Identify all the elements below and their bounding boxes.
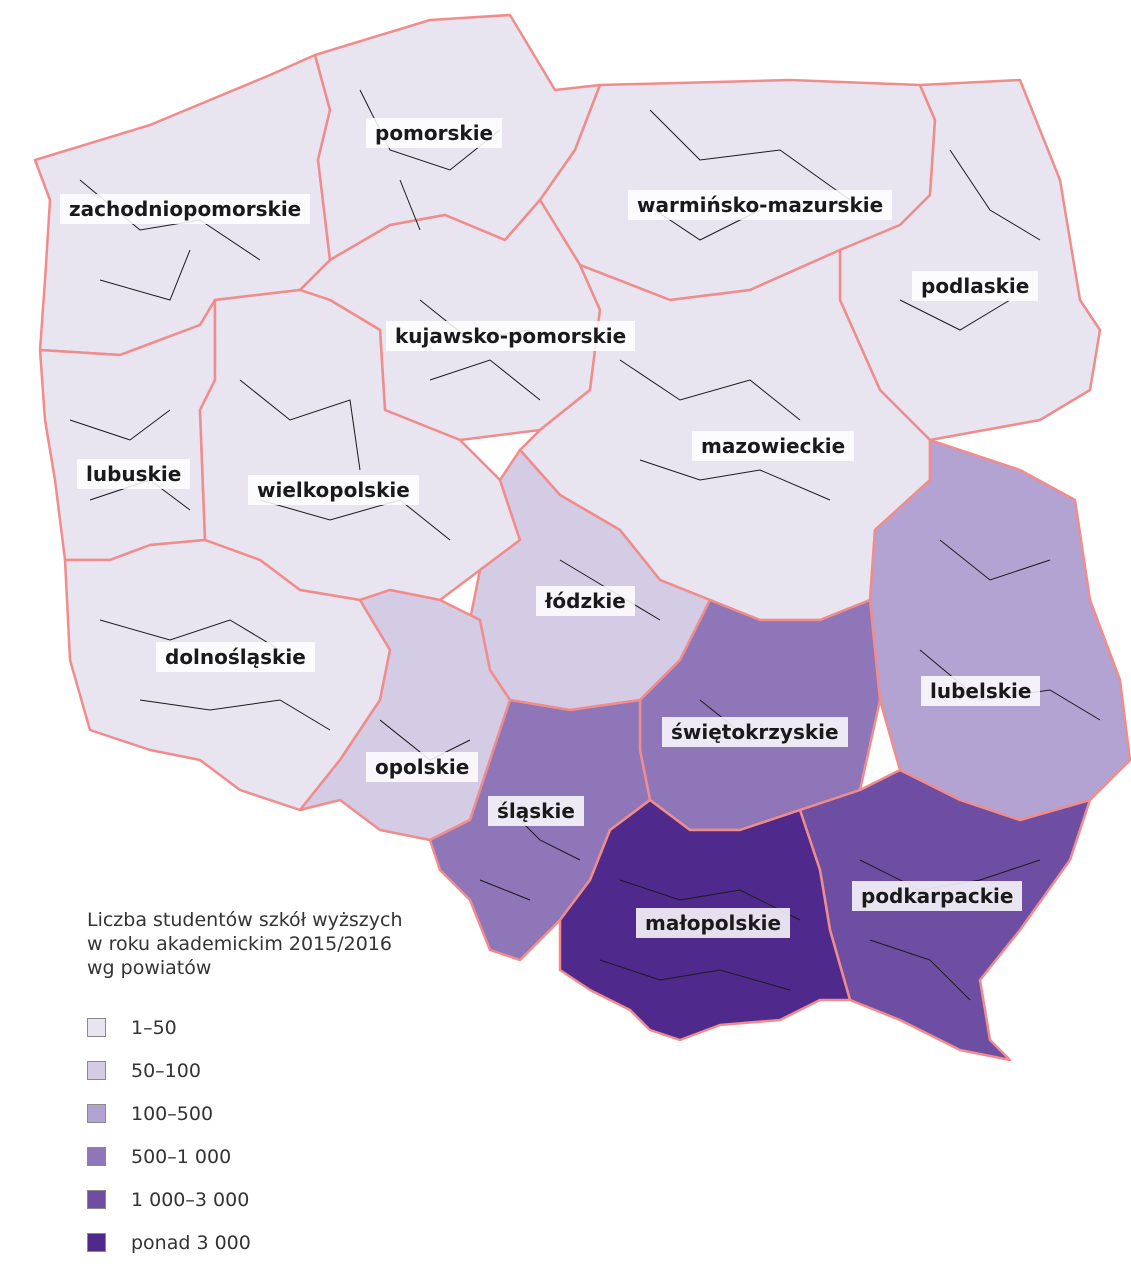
region-label-slaskie: śląskie	[488, 796, 584, 826]
legend-swatch	[87, 1190, 106, 1209]
map-legend: Liczba studentów szkół wyższych w roku a…	[87, 908, 403, 1264]
region-label-wielkopolskie: wielkopolskie	[248, 475, 419, 505]
legend-swatch	[87, 1104, 106, 1123]
region-label-podkarpackie: podkarpackie	[852, 881, 1023, 911]
legend-item: ponad 3 000	[87, 1221, 403, 1264]
legend-label: 50–100	[131, 1059, 201, 1082]
region-slaskie	[428, 698, 652, 962]
legend-swatch	[87, 1061, 106, 1080]
legend-title-line: w roku akademickim 2015/2016	[87, 933, 392, 955]
region-label-zachodniopomorskie: zachodniopomorskie	[60, 194, 311, 224]
legend-label: ponad 3 000	[131, 1231, 251, 1254]
legend-swatch	[87, 1233, 106, 1252]
legend-item: 1 000–3 000	[87, 1178, 403, 1221]
legend-label: 1–50	[131, 1016, 177, 1039]
region-wielkopolskie	[198, 288, 522, 602]
legend-title-line: Liczba studentów szkół wyższych	[87, 909, 403, 931]
region-label-mazowieckie: mazowieckie	[692, 431, 855, 461]
legend-item: 1–50	[87, 1006, 403, 1049]
region-label-lubelskie: lubelskie	[921, 676, 1041, 706]
region-label-pomorskie: pomorskie	[366, 118, 503, 148]
region-podkarpackie	[798, 768, 1092, 1062]
region-label-dolnoslaskie: dolnośląskie	[156, 642, 315, 672]
legend-label: 1 000–3 000	[131, 1188, 250, 1211]
legend-item: 50–100	[87, 1049, 403, 1092]
region-label-podlaskie: podlaskie	[912, 271, 1039, 301]
region-label-warminsko-mazurskie: warmińsko-mazurskie	[628, 190, 893, 220]
legend-label: 500–1 000	[131, 1145, 232, 1168]
legend-title: Liczba studentów szkół wyższych w roku a…	[87, 908, 403, 980]
legend-title-line: wg powiatów	[87, 957, 212, 979]
legend-item: 500–1 000	[87, 1135, 403, 1178]
region-label-kujawsko-pomorskie: kujawsko-pomorskie	[386, 321, 636, 351]
region-label-lubuskie: lubuskie	[77, 459, 191, 489]
region-label-malopolskie: małopolskie	[636, 908, 791, 938]
legend-item: 100–500	[87, 1092, 403, 1135]
region-label-opolskie: opolskie	[366, 752, 479, 782]
legend-swatch	[87, 1147, 106, 1166]
legend-swatch	[87, 1018, 106, 1037]
legend-label: 100–500	[131, 1102, 214, 1125]
region-label-lodzkie: łódzkie	[536, 586, 635, 616]
region-label-swietokrzyskie: świętokrzyskie	[662, 717, 848, 747]
